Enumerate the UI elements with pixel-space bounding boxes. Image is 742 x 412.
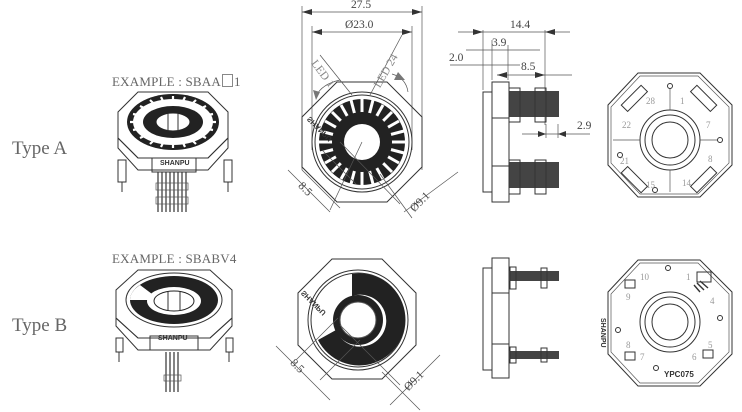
dim-side-8-5: 8.5: [521, 61, 536, 73]
b-bottom-brand: SHANPU: [599, 318, 606, 348]
b-pin-label-4: 4: [710, 296, 715, 306]
dim-side-3-9: 3.9: [492, 37, 507, 49]
example-prefix: EXAMPLE : SBAA: [112, 74, 221, 89]
type-b-label: Type B: [12, 315, 68, 336]
svg-text:SHANPU: SHANPU: [158, 335, 188, 342]
b-pin-label-7: 7: [640, 352, 645, 362]
dim-width-overall: 27.5: [351, 0, 372, 11]
type-b-side-view: [482, 257, 559, 379]
type-a-bottom-view: [607, 72, 733, 198]
pin-label-15: 15: [646, 180, 655, 190]
b-pin-label-1: 1: [686, 272, 691, 282]
svg-text:SHANPU: SHANPU: [299, 289, 328, 318]
pin-label-8: 8: [708, 154, 713, 164]
pin-label-28: 28: [646, 96, 655, 106]
b-pin-label-6: 6: [692, 352, 697, 362]
type-a-3d-view: SHANPU: [117, 91, 233, 212]
svg-text:SHANPU: SHANPU: [160, 160, 190, 167]
pin-label-22: 22: [622, 120, 631, 130]
type-b-3d-view: SHANPU: [115, 269, 234, 392]
type-a-label: Type A: [12, 138, 68, 159]
b-pin-label-5: 5: [708, 340, 713, 350]
b-pin-label-10: 10: [640, 272, 649, 282]
dim-side-2-9: 2.9: [577, 120, 592, 132]
pin-label-14: 14: [682, 178, 691, 188]
type-a-example-label: EXAMPLE : SBAA 1: [112, 74, 241, 90]
dim-side-14-4: 14.4: [510, 19, 531, 31]
example-suffix: 1: [233, 74, 241, 89]
type-a-side-view: [450, 29, 590, 203]
type-b-example-label: EXAMPLE : SBABV4: [112, 251, 237, 266]
type-b-bottom-view: [607, 259, 733, 387]
pin-label-1: 1: [680, 96, 685, 106]
b-part-code: YPC075: [664, 370, 694, 379]
b-pin-label-8: 8: [626, 340, 631, 350]
type-a-front-view: SHANPU: [287, 6, 459, 219]
pin-label-21: 21: [620, 156, 629, 166]
b-pin-label-9: 9: [626, 292, 631, 302]
placeholder-box-icon: [221, 74, 233, 87]
dim-ring-diameter: Ø23.0: [345, 19, 374, 31]
pin-label-7: 7: [706, 120, 711, 130]
dim-side-2-0: 2.0: [449, 52, 464, 64]
